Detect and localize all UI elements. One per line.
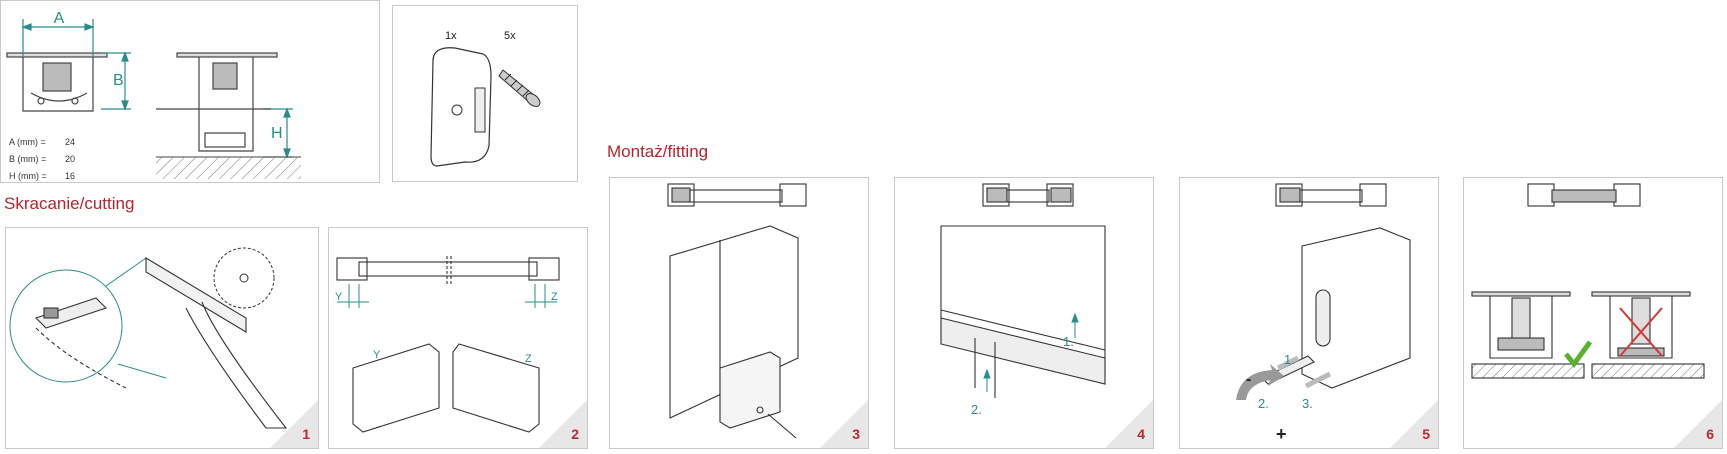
parts-drawing (430, 47, 541, 167)
check-icon (1564, 340, 1593, 369)
arrow-label-step3: 3. (1302, 396, 1313, 411)
saw-blade-icon (213, 247, 275, 309)
step-number-3: 3 (852, 426, 860, 442)
dim-letter-b: B (113, 72, 124, 89)
fitting-heading: Montaż/fitting (607, 142, 709, 161)
end-cap-fitting-drawing (667, 183, 807, 439)
end-cap-qty: 1x (445, 30, 457, 42)
seal-check-drawing (1471, 183, 1705, 379)
plus-sign: + (1276, 424, 1287, 444)
cut-length-drawing: Y Z Y Z (335, 256, 560, 433)
screw-icon (498, 69, 541, 107)
screw-qty: 5x (504, 30, 516, 42)
fitting-step-4: 1. 2. 4 (894, 177, 1154, 449)
minus-sign: - (1246, 371, 1251, 388)
dim-letter-h: H (271, 125, 283, 142)
label-z-top: Z (551, 291, 558, 303)
label-y-top: Y (335, 291, 343, 303)
profile-drawing: A B H (6, 10, 301, 179)
step-number-4: 4 (1137, 426, 1145, 442)
rotate-arrow-icon (1236, 364, 1284, 400)
parts-panel: 1x 5x (392, 5, 578, 182)
cutting-heading: Skracanie/cutting (4, 194, 135, 213)
arrow-label-step2: 2. (1258, 396, 1269, 411)
cutting-step-1: 1 (5, 227, 319, 449)
cutting-step-2: Y Z Y Z 2 (328, 227, 588, 449)
step-number-2: 2 (571, 426, 579, 442)
arrow-label-step1: 1. (1284, 352, 1295, 367)
arrow-label-2: 2. (971, 402, 982, 417)
fitting-step-5: 1. 2. 3. - + 5 (1179, 177, 1439, 449)
adjustment-drawing: 1. 2. 3. - + (1236, 183, 1411, 444)
arrow-label-1: 1. (1063, 334, 1074, 349)
dim-row-a: A (mm) =24 (9, 137, 76, 147)
profile-mounting-drawing: 1. 2. (940, 183, 1106, 417)
dim-row-h: H (mm) =16 (9, 171, 76, 181)
label-z-detail: Z (525, 353, 532, 365)
step-number-1: 1 (302, 426, 310, 442)
step-number-5: 5 (1422, 426, 1430, 442)
profile-dimensions-panel: A B H A (mm) =24 B (mm) =20 H (mm) =16 (0, 0, 380, 183)
fitting-step-6: 6 (1463, 177, 1723, 449)
dim-letter-a: A (54, 10, 65, 27)
step-number-6: 6 (1706, 426, 1714, 442)
label-y-detail: Y (373, 349, 381, 361)
fitting-step-3: 3 (609, 177, 869, 449)
cross-icon (1619, 307, 1663, 357)
dim-row-b: B (mm) =20 (9, 154, 76, 164)
saw-cutting-drawing (9, 247, 288, 429)
